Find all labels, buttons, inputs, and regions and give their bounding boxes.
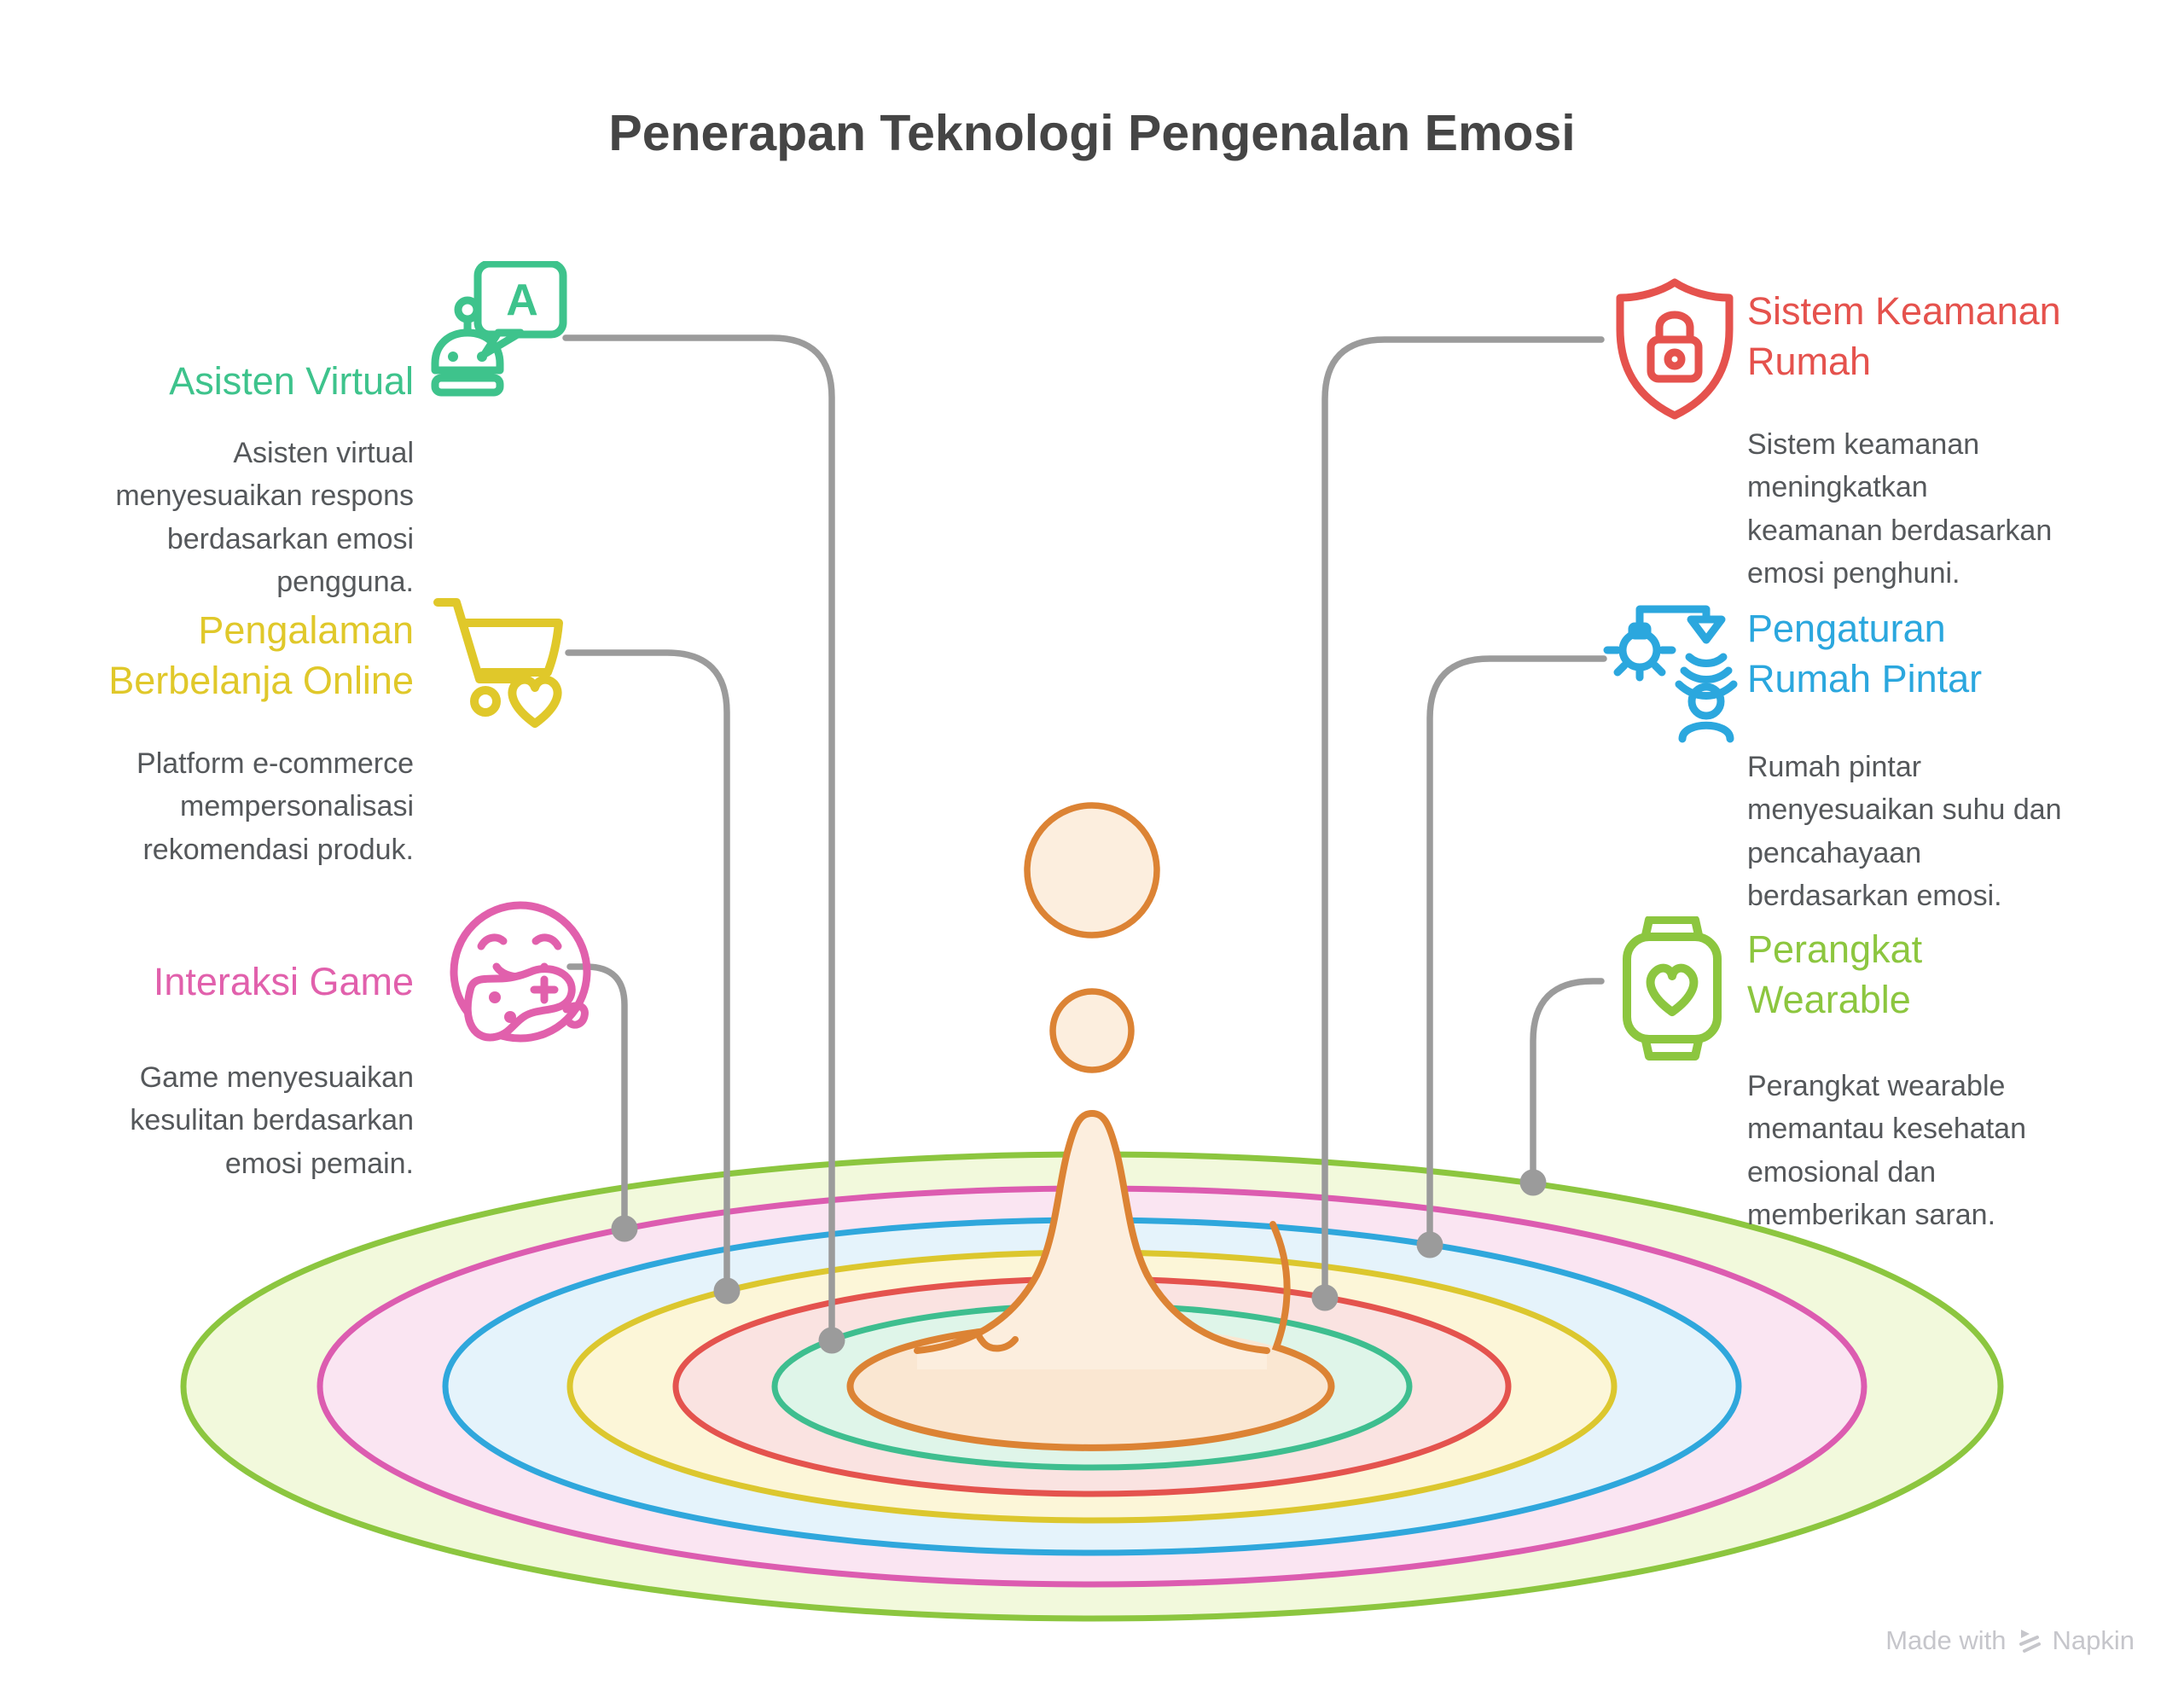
item-description-pengaturan-rumah-pintar: Rumah pintar menyesuaikan suhu dan penca… [1747,751,2062,912]
item-title-sistem-keamanan-rumah: Sistem Keamanan Rumah [1747,289,2061,383]
item-title-pengaturan-rumah-pintar: Pengaturan Rumah Pintar [1747,607,1983,700]
connector-dot [611,1215,638,1242]
connector-sistem-keamanan-rumah [1321,336,1605,1301]
napkin-logo-icon [2017,1628,2042,1653]
robot-chat-icon: A [425,261,572,411]
item-description-pengalaman-berbelanja-online: Platform e-commerce mempersonalisasi rek… [136,747,414,866]
splash-column-outline [914,1109,1270,1354]
inner-ripple-arc [846,1221,1335,1451]
shield-lock-icon [1611,278,1739,421]
item-title-perangkat-wearable: Perangkat Wearable [1747,927,1923,1021]
item-description-interaksi-game: Game menyesuaikan kesulitan berdasarkan … [130,1061,414,1180]
connector-asisten-virtual [562,334,835,1344]
item-title-pengalaman-berbelanja-online: Pengalaman Berbelanja Online [108,608,414,702]
cart-heart-icon [431,596,572,734]
item-title-asisten-virtual: Asisten Virtual [169,359,414,403]
smart-home-icon [1602,596,1756,749]
connector-dot [1416,1231,1443,1258]
item-description-perangkat-wearable: Perangkat wearable memantau kesehatan em… [1747,1070,2026,1231]
falling-drop-small [1049,988,1135,1073]
connector-dot [818,1327,845,1354]
smartwatch-heart-icon [1608,916,1736,1066]
item-title-interaksi-game: Interaksi Game [153,960,414,1003]
falling-drop-large [1024,802,1160,939]
connector-pengaturan-rumah-pintar [1426,655,1607,1248]
splash-column-fill [917,1113,1267,1369]
connector-pengalaman-berbelanja-online [565,649,730,1294]
item-description-sistem-keamanan-rumah: Sistem keamanan meningkatkan keamanan be… [1747,428,2053,590]
page-title: Penerapan Teknologi Pengenalan Emosi [608,105,1576,161]
connector-perangkat-wearable [1530,978,1605,1186]
footer-credit: Made with Napkin [1885,1625,2135,1656]
bubble-letter: A [506,276,538,325]
smiley-gamepad-icon [442,898,595,1052]
item-description-asisten-virtual: Asisten virtual menyesuaikan respons ber… [115,437,414,598]
footer-prefix: Made with [1885,1625,2007,1655]
connector-dot [713,1277,741,1305]
footer-brand: Napkin [2052,1625,2135,1655]
connector-dot [1311,1284,1339,1311]
connector-dot [1519,1169,1547,1196]
